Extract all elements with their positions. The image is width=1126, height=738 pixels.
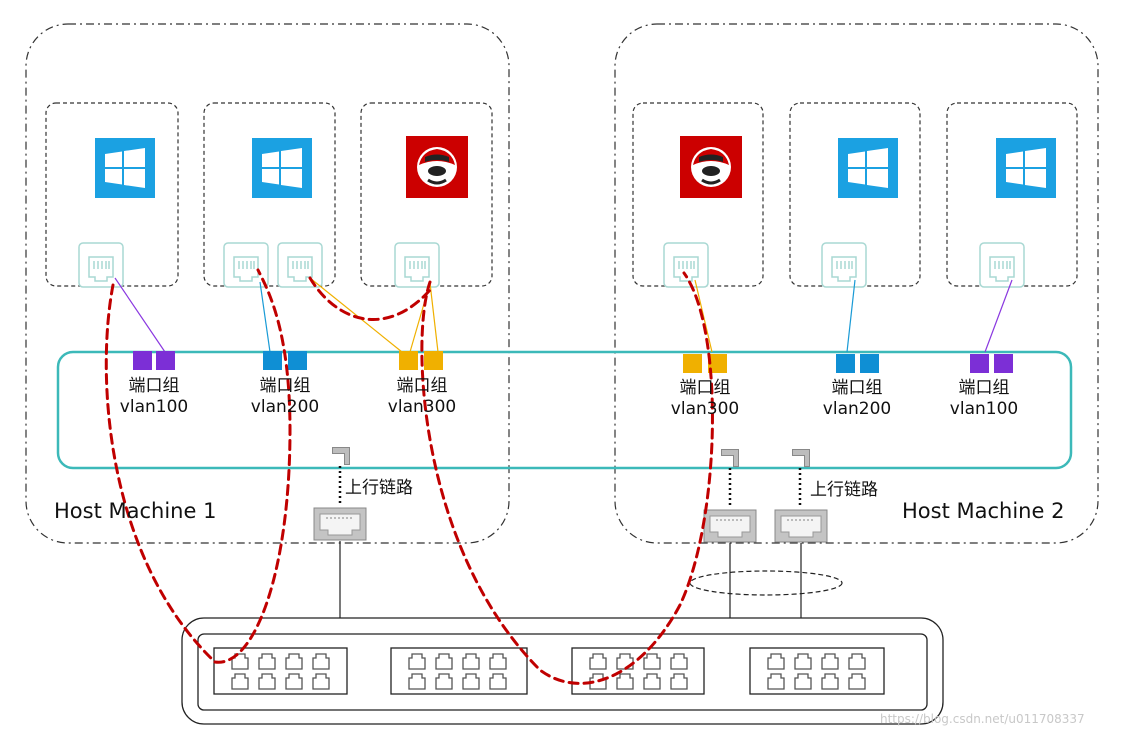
physical-nic-icon — [774, 509, 828, 543]
port-group-label: 端口组 vlan100 — [934, 378, 1034, 420]
port-group-label: 端口组 vlan200 — [807, 378, 907, 420]
vlan300-cross-host-path — [420, 271, 714, 685]
vm-box-2 — [203, 102, 336, 287]
port-group-vlan: vlan100 — [949, 399, 1019, 419]
switch-port-icon — [821, 653, 839, 670]
traffic-paths — [104, 268, 714, 685]
switch-port-icon — [462, 673, 480, 690]
redhat-logo-icon — [404, 134, 470, 200]
nic-icon — [277, 242, 323, 288]
port-group-vlan: vlan200 — [822, 399, 892, 419]
port-group-vlan: vlan200 — [250, 397, 320, 417]
port-group-name: 端口组 — [831, 378, 883, 398]
switch-port-icon — [794, 673, 812, 690]
switch-port-icon — [462, 653, 480, 670]
port-group-name: 端口组 — [958, 378, 1010, 398]
switch-port-icon — [285, 673, 303, 690]
switch-port-icon — [435, 673, 453, 690]
nic-icon — [663, 242, 709, 288]
vlan300-local-path — [308, 276, 432, 321]
uplink-dotted-lines — [338, 466, 802, 508]
nic-icon — [979, 242, 1025, 288]
switch-port-icon — [821, 673, 839, 690]
switch-port-blocks — [213, 647, 885, 695]
host-1-label: Host Machine 1 — [54, 499, 217, 523]
redhat-logo-icon — [678, 134, 744, 200]
switch-cables — [339, 541, 802, 618]
uplink-label: 上行链路 — [345, 478, 413, 498]
port-group-name: 端口组 — [679, 378, 731, 398]
host-1-box — [25, 23, 510, 544]
uplink-label: 上行链路 — [810, 480, 878, 500]
switch-port-icon — [489, 653, 507, 670]
port-group-label: 端口组 vlan300 — [655, 378, 755, 420]
switch-port-icon — [408, 653, 426, 670]
switch-port-icon — [848, 673, 866, 690]
switch-port-icon — [643, 653, 661, 670]
port-group-label: 端口组 vlan300 — [372, 376, 472, 418]
physical-switch-inner — [197, 633, 928, 711]
vlan100-path — [104, 268, 292, 664]
physical-nic-icon — [703, 509, 757, 543]
switch-port-icon — [767, 673, 785, 690]
switch-port-icon — [408, 673, 426, 690]
nic-icon — [394, 242, 440, 288]
switch-port-icon — [312, 653, 330, 670]
windows-logo-icon — [252, 138, 312, 198]
port-group-label: 端口组 vlan100 — [104, 376, 204, 418]
switch-port-icon — [794, 653, 812, 670]
uplink-connector-icon — [792, 449, 810, 467]
windows-logo-icon — [996, 138, 1056, 198]
switch-port-icon — [643, 673, 661, 690]
switch-port-icon — [258, 653, 276, 670]
nic-icon — [821, 242, 867, 288]
switch-port-icon — [435, 653, 453, 670]
switch-port-icon — [616, 673, 634, 690]
physical-nic-icon — [313, 507, 367, 541]
switch-port-icon — [231, 673, 249, 690]
switch-port-icon — [670, 673, 688, 690]
nic-icon — [223, 242, 269, 288]
uplink-connector-icon — [721, 449, 739, 467]
nic-links — [114, 277, 1013, 353]
vswitch-box — [56, 350, 1073, 470]
port-group-name: 端口组 — [396, 376, 448, 396]
switch-port-icon — [848, 653, 866, 670]
switch-port-icon — [670, 653, 688, 670]
port-group-squares — [133, 351, 1013, 373]
switch-port-icon — [589, 653, 607, 670]
windows-logo-icon — [95, 138, 155, 198]
switch-port-icon — [285, 653, 303, 670]
windows-logo-icon — [838, 138, 898, 198]
switch-port-icon — [312, 673, 330, 690]
vm-box-1 — [45, 102, 179, 287]
port-group-vlan: vlan100 — [119, 397, 189, 417]
uplink-connector-icon — [332, 447, 350, 465]
switch-port-icon — [258, 673, 276, 690]
port-group-name: 端口组 — [259, 376, 311, 396]
host-2-box — [614, 23, 1099, 544]
port-group-label: 端口组 vlan200 — [235, 376, 335, 418]
port-group-name: 端口组 — [128, 376, 180, 396]
nic-team-ellipse — [689, 570, 843, 596]
switch-port-icon — [767, 653, 785, 670]
physical-switch — [181, 617, 944, 725]
switch-port-icon — [489, 673, 507, 690]
port-group-vlan: vlan300 — [387, 397, 457, 417]
vm-boxes — [45, 102, 1078, 287]
watermark: https://blog.csdn.net/u011708337 — [880, 712, 1085, 726]
port-group-vlan: vlan300 — [670, 399, 740, 419]
host-2-label: Host Machine 2 — [902, 499, 1065, 523]
